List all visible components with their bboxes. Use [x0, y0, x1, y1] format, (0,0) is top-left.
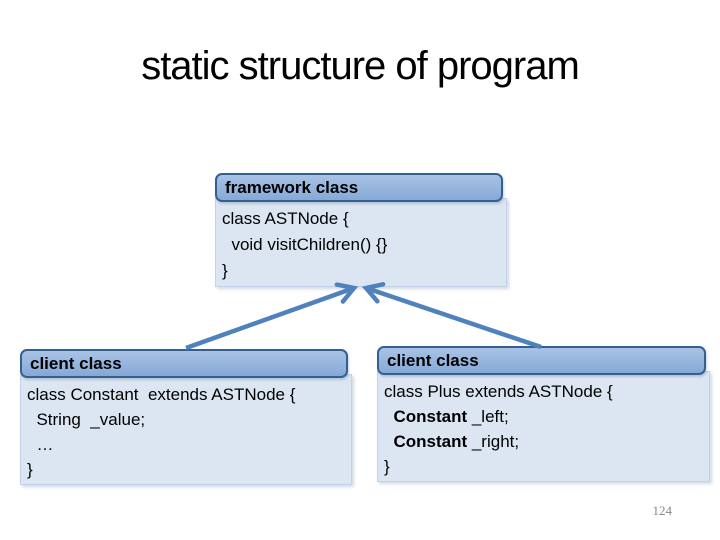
- client-class-left-code: class Constant extends ASTNode { String …: [20, 374, 352, 485]
- framework-class-header: framework class: [215, 173, 503, 202]
- code-line: class Plus extends ASTNode {: [384, 382, 613, 401]
- inheritance-arrow: [361, 282, 542, 350]
- code-line: …: [27, 435, 54, 454]
- code-line: }: [222, 261, 228, 280]
- page-number: 124: [652, 503, 673, 518]
- framework-class-label: framework class: [225, 177, 359, 197]
- code-line: }: [27, 460, 33, 479]
- client-class-box-left: client class class Constant extends ASTN…: [20, 349, 352, 485]
- inheritance-arrow: [185, 282, 359, 351]
- client-class-left-header: client class: [20, 349, 348, 378]
- code-line: String _value;: [27, 410, 146, 429]
- code-line: class Constant extends ASTNode {: [27, 385, 296, 404]
- code-line: Constant _right;: [393, 432, 520, 451]
- code-line: Constant _left;: [393, 407, 509, 426]
- framework-class-box: framework class class ASTNode { void vis…: [215, 173, 507, 287]
- client-class-box-right: client class class Plus extends ASTNode …: [377, 346, 710, 482]
- code-line: class ASTNode {: [222, 209, 349, 228]
- client-class-right-label: client class: [387, 350, 479, 370]
- framework-class-code: class ASTNode { void visitChildren() {}}: [215, 198, 507, 287]
- code-line: void visitChildren() {}: [222, 235, 388, 254]
- code-line: }: [384, 457, 390, 476]
- client-class-right-code: class Plus extends ASTNode { Constant _l…: [377, 371, 710, 482]
- client-class-right-header: client class: [377, 346, 706, 375]
- client-class-left-label: client class: [30, 353, 122, 373]
- slide-title: static structure of program: [141, 44, 580, 88]
